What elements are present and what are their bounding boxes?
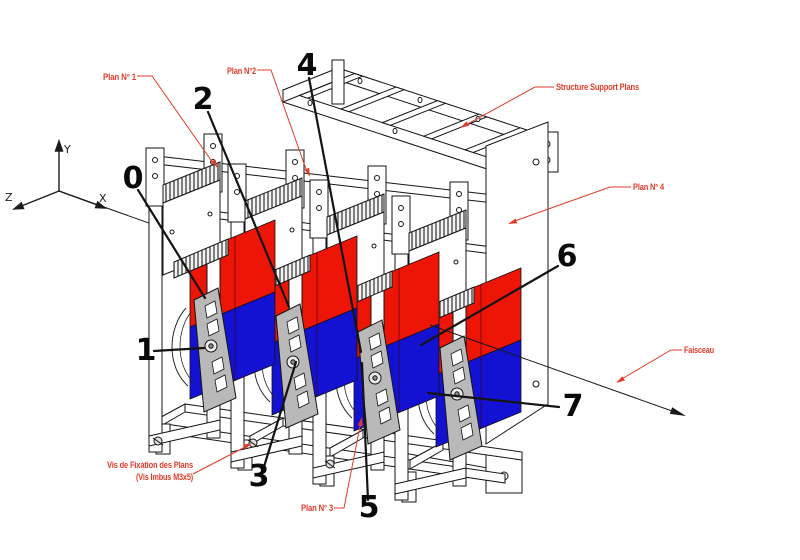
frame-left-endplate	[331, 59, 345, 105]
arrowhead-faisceau	[616, 376, 625, 383]
callout-digit-7: 7	[563, 389, 584, 424]
callout-leader-4	[307, 76, 363, 354]
callout-leader-6	[419, 264, 560, 347]
axis-label-y: Y	[63, 143, 71, 156]
leader-plan-4	[511, 186, 631, 223]
label-structure-support: Structure Support Plans	[556, 82, 639, 92]
callout-digit-0: 0	[123, 161, 144, 196]
callout-leader-7	[426, 391, 561, 409]
callout-leader-3	[261, 360, 298, 472]
z-axis-arrowhead	[11, 201, 25, 210]
axis-triad: Y Z X	[5, 138, 108, 210]
red-annotations: Plan N° 1 Plan N°2 Structure Support Pla…	[103, 66, 714, 513]
label-faisceau: Faisceau	[684, 345, 714, 355]
z-axis	[18, 190, 60, 208]
label-plan-4: Plan N° 4	[633, 182, 664, 192]
y-axis-arrowhead	[54, 138, 64, 152]
callout-leader-5	[360, 361, 370, 502]
leader-plan-1	[137, 75, 214, 164]
leader-structure-support	[463, 86, 554, 127]
arrowhead-structure-support	[460, 121, 470, 128]
arrowhead-plan-4	[508, 218, 518, 224]
arrowhead-plan-1	[210, 159, 218, 168]
label-plan-1: Plan N° 1	[103, 72, 136, 82]
red-annotation-leaders	[137, 69, 682, 509]
callout-digit-6: 6	[557, 239, 578, 274]
axis-label-x: X	[99, 192, 107, 205]
arrowhead-plan-2	[304, 167, 310, 177]
base-screws	[152, 436, 336, 469]
callout-digit-1: 1	[136, 333, 157, 368]
plane-module-3	[309, 165, 440, 485]
arrowhead-plan-3	[357, 417, 363, 427]
plane-module-4	[391, 181, 522, 501]
label-vis-fixation-line2: (Vis Imbus M3x5)	[136, 472, 193, 482]
callout-digits: 0 1 2 3 4 5 6 7	[123, 48, 584, 525]
beam-line	[429, 324, 686, 416]
callout-digit-3: 3	[249, 459, 270, 494]
callout-leader-2	[206, 110, 291, 309]
callout-leader-1	[152, 346, 206, 353]
callout-digit-4: 4	[297, 48, 318, 83]
leader-faisceau	[619, 349, 682, 381]
label-plan-3: Plan N° 3	[301, 503, 333, 513]
label-plan-2: Plan N°2	[227, 66, 256, 76]
label-vis-fixation-line1: Vis de Fixation des Plans	[107, 460, 193, 470]
arrowhead-vis-fixation	[242, 443, 252, 450]
plane-module-2	[227, 149, 358, 469]
leader-plan-3	[334, 420, 362, 509]
callout-digit-5: 5	[359, 490, 380, 525]
callout-digit-2: 2	[193, 82, 214, 117]
axis-label-z: Z	[5, 191, 13, 204]
beam-arrowhead	[669, 407, 686, 416]
leader-vis-fixation	[192, 445, 248, 475]
top-support-frame	[282, 59, 559, 173]
callout-leader-0	[136, 188, 207, 300]
plane-module-1	[145, 133, 276, 453]
callout-leaders	[136, 76, 561, 502]
leader-plan-2	[257, 69, 308, 173]
